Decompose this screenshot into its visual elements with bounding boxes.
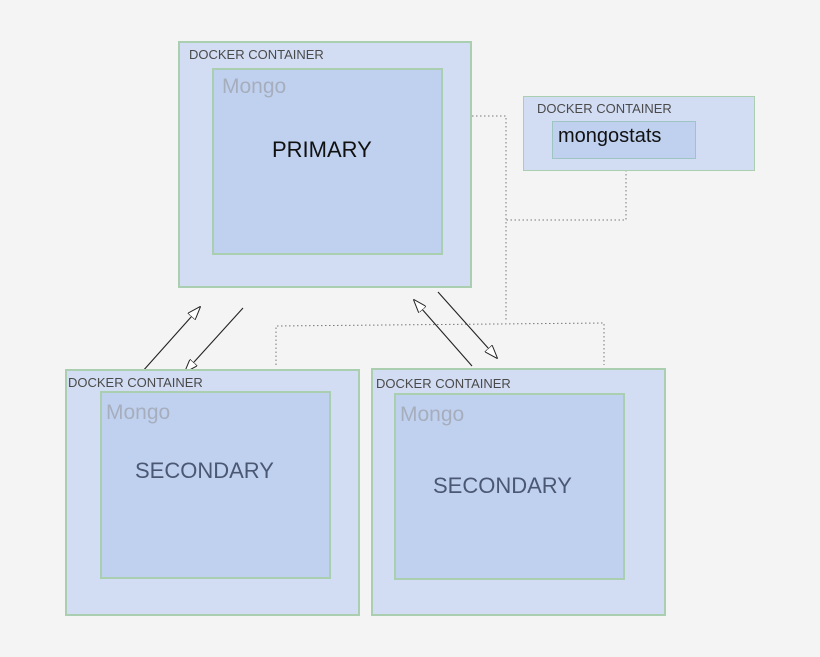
- secondary-left-link: [275, 322, 605, 365]
- mongo-label: Mongo: [222, 75, 287, 98]
- container-label: DOCKER CONTAINER: [537, 101, 672, 116]
- secondary-right-mongo-box: Mongo SECONDARY: [394, 393, 625, 580]
- mongo-label: Mongo: [400, 403, 465, 426]
- primary-mongo-box: Mongo PRIMARY: [212, 68, 443, 255]
- arrow-primary-to-secondary-right: [437, 291, 497, 358]
- mongostats-docker-container: DOCKER CONTAINER mongostats: [523, 96, 755, 171]
- primary-role-label: PRIMARY: [272, 137, 372, 162]
- primary-to-stats-link: [472, 115, 507, 320]
- arrow-secondary-left-to-primary: [141, 307, 200, 373]
- mongostats-box: mongostats: [552, 121, 696, 159]
- primary-docker-container: DOCKER CONTAINER Mongo PRIMARY: [178, 41, 472, 288]
- secondary-right-role-label: SECONDARY: [433, 473, 572, 498]
- arrow-primary-to-secondary-left: [185, 307, 244, 372]
- arrow-secondary-right-to-primary: [414, 300, 473, 367]
- secondary-left-mongo-box: Mongo SECONDARY: [100, 391, 331, 579]
- container-label: DOCKER CONTAINER: [376, 376, 511, 391]
- container-label: DOCKER CONTAINER: [189, 47, 324, 62]
- mongostats-label: mongostats: [558, 125, 662, 147]
- secondary-left-role-label: SECONDARY: [135, 458, 274, 483]
- secondary-left-docker-container: DOCKER CONTAINER Mongo SECONDARY: [65, 369, 360, 616]
- replication-arrows: [141, 291, 497, 373]
- container-label: DOCKER CONTAINER: [68, 375, 203, 390]
- mongo-label: Mongo: [106, 401, 171, 424]
- secondary-right-docker-container: DOCKER CONTAINER Mongo SECONDARY: [371, 368, 666, 616]
